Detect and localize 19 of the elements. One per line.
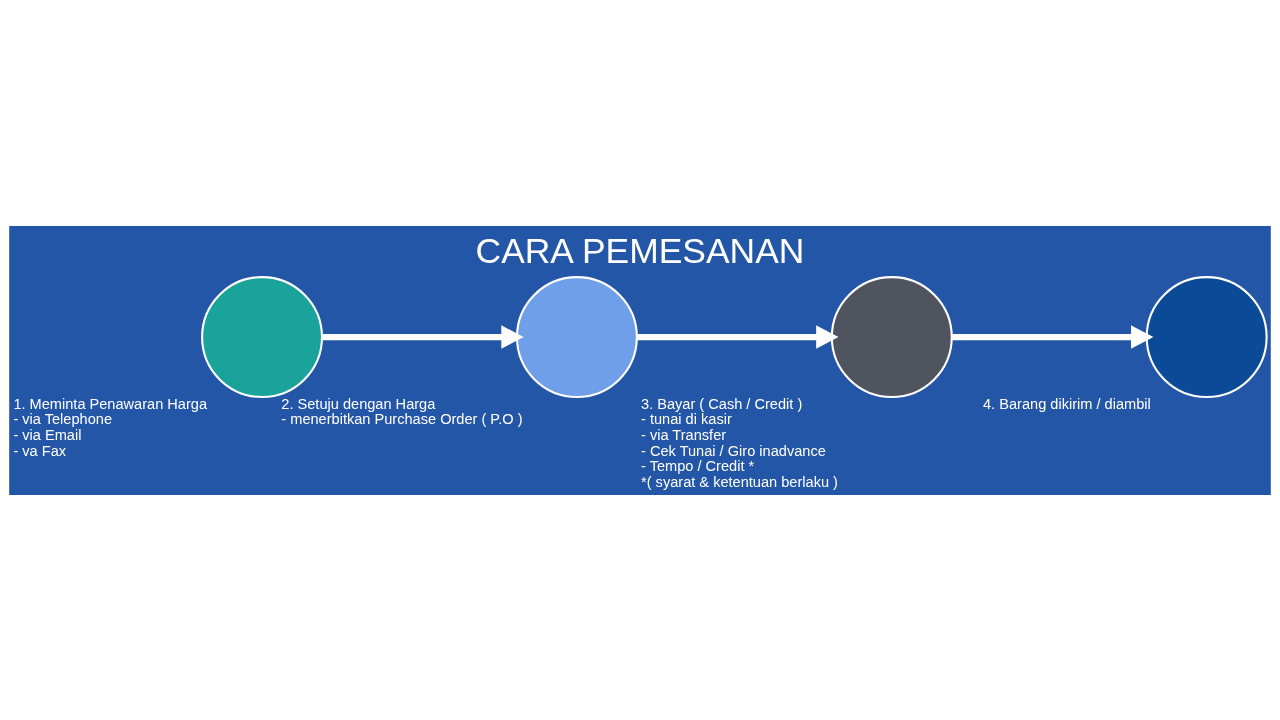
node-label: 2. Setuju dengan Harga [281, 395, 436, 412]
arrow [637, 324, 839, 349]
node-label: - va Fax [13, 442, 67, 459]
arrow [952, 324, 1154, 349]
node-label: 4. Barang dikirim / diambil [983, 395, 1151, 412]
node-circle [1145, 275, 1268, 398]
node-label: 3. Bayar ( Cash / Credit ) [641, 395, 803, 412]
node-label: - via Email [13, 426, 82, 443]
diagram-title: CARA PEMESANAN [475, 230, 805, 271]
node-label: 1. Meminta Penawaran Harga [13, 395, 208, 412]
node-label: - via Transfer [641, 426, 727, 443]
node-label: - Cek Tunai / Giro inadvance [641, 442, 826, 459]
node-circle [201, 275, 324, 398]
node-circle [515, 275, 638, 398]
node-label: *( syarat & ketentuan berlaku ) [641, 473, 838, 490]
node-label: - via Telephone [13, 410, 112, 427]
node-label: - Tempo / Credit * [641, 457, 755, 474]
arrow [322, 324, 524, 349]
node-circle [830, 275, 953, 398]
